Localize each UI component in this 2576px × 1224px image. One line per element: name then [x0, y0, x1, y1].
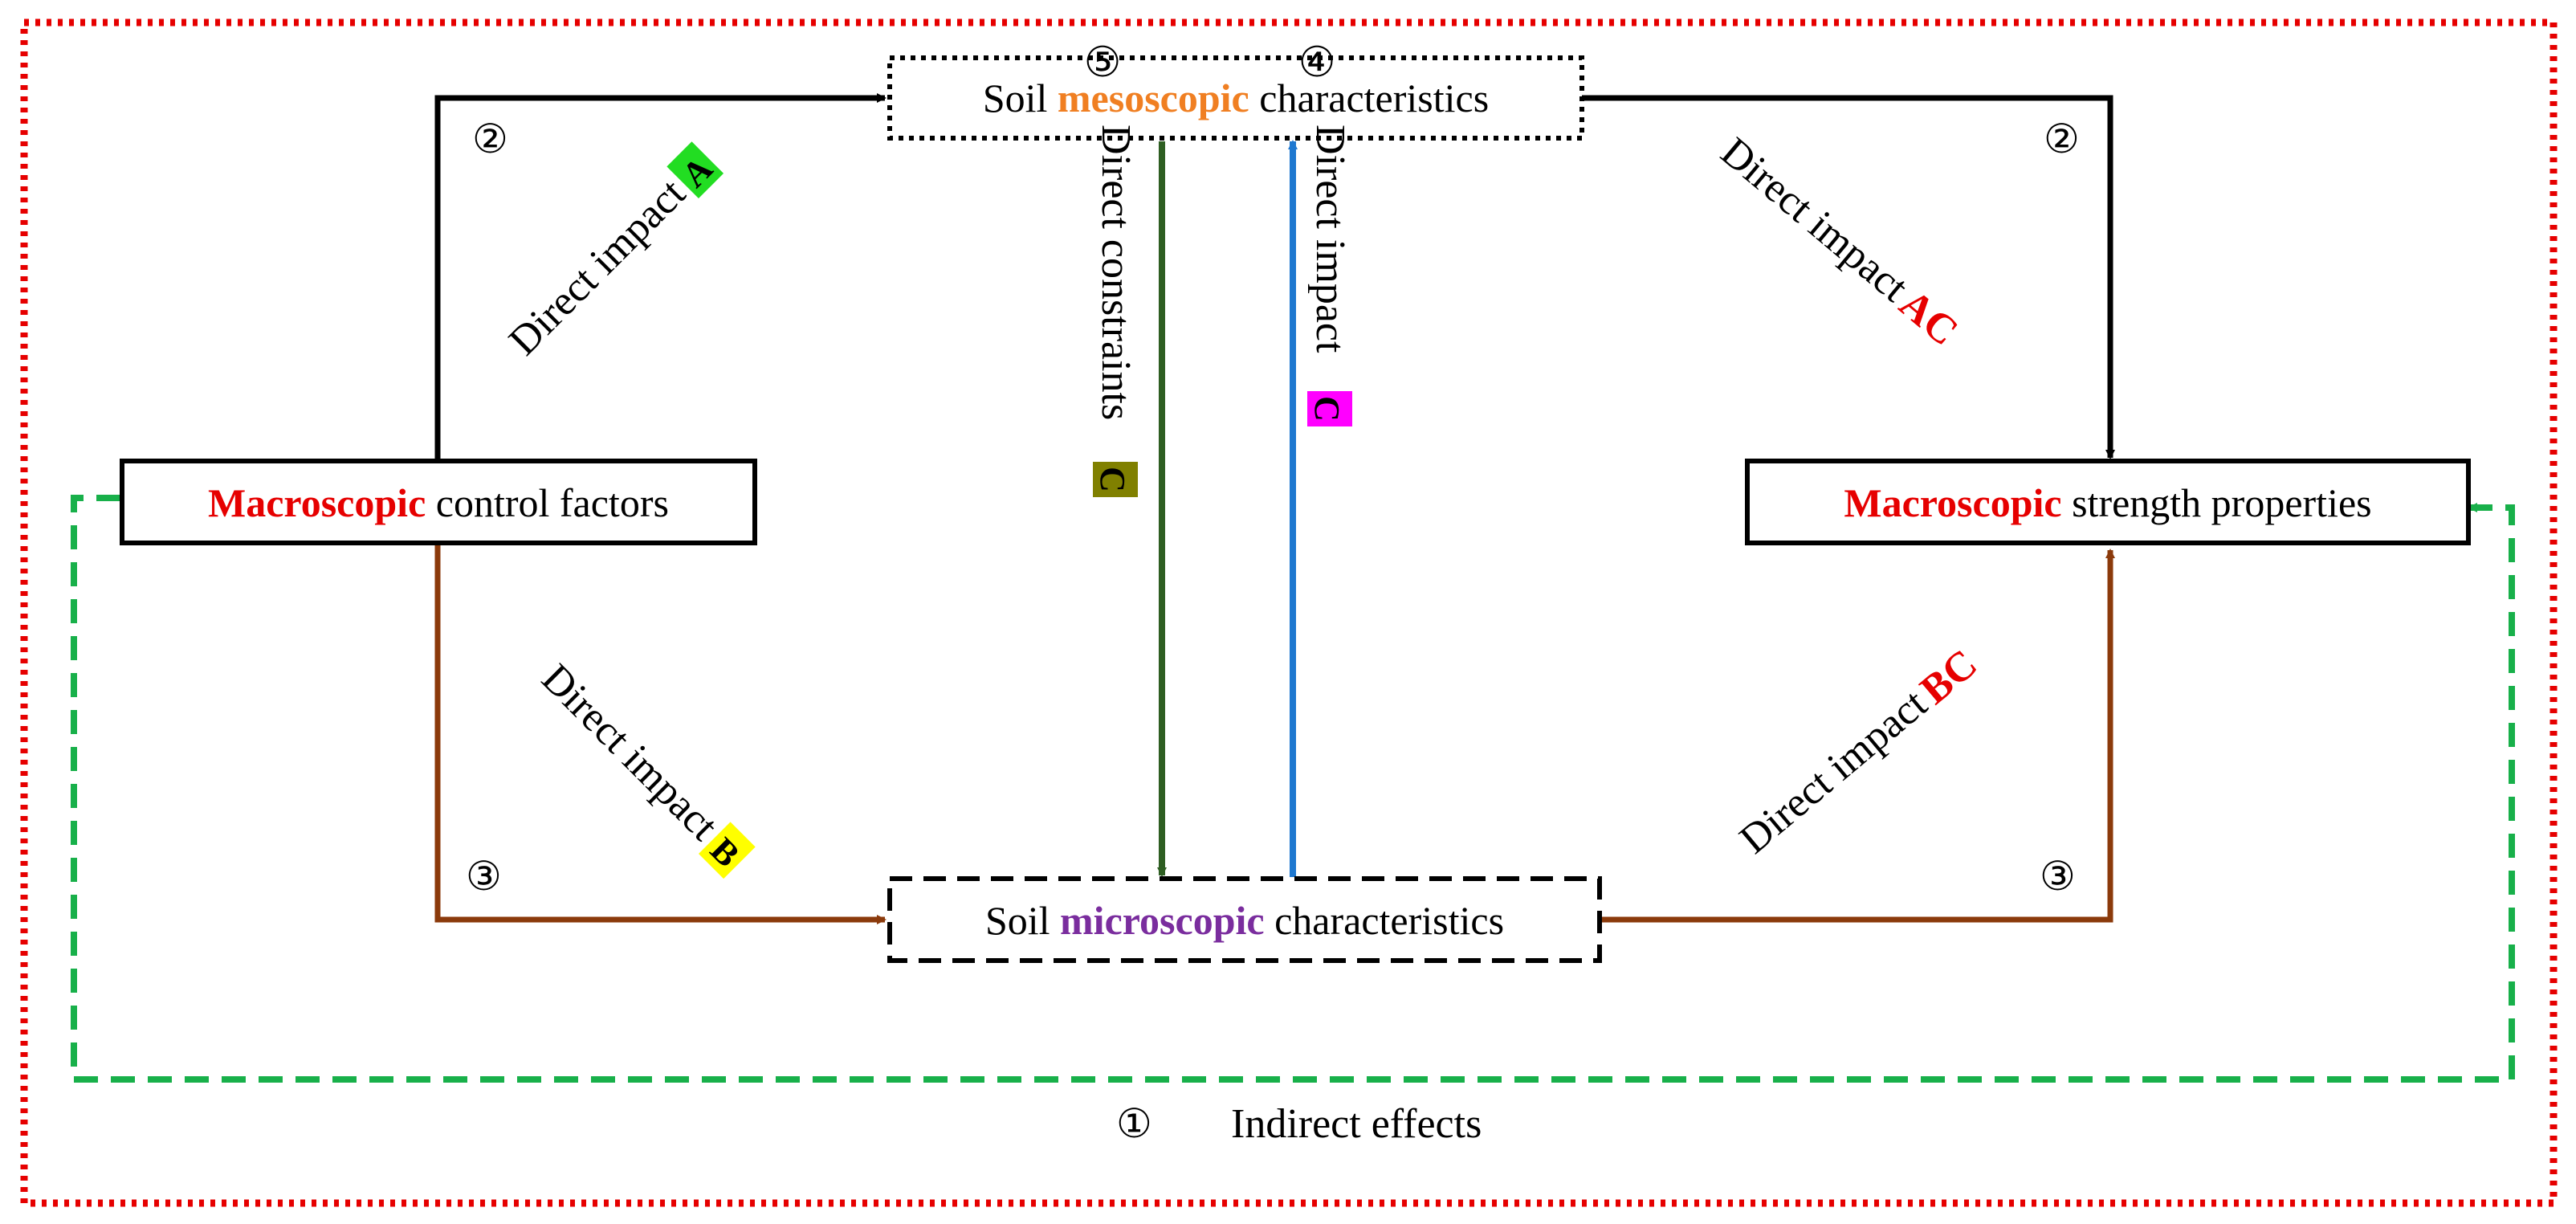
svg-text:Soil mesoscopic characteristic: Soil mesoscopic characteristics — [983, 75, 1489, 120]
label-direct-impact-b: Direct impact B — [533, 655, 756, 879]
outer-frame — [20, 18, 2558, 1207]
path-1-number: ① — [1116, 1101, 1152, 1146]
indirect-effects-path — [71, 495, 2515, 1083]
svg-text:Macroscopic control factors: Macroscopic control factors — [208, 480, 669, 525]
path-2-left-number: ② — [472, 116, 508, 161]
label-direct-impact-bc: Direct impact BC — [1731, 641, 1986, 863]
node-micro-emphasis: microscopic — [1060, 898, 1265, 943]
label-4-number: ④ — [1298, 40, 1336, 86]
path-2-left-edge — [434, 93, 887, 462]
label-a-text: Direct impact — [500, 170, 695, 365]
label-b-text: Direct impact — [533, 655, 728, 850]
label-direct-constraints-c: ⑤ Direct constraints C — [1084, 40, 1139, 497]
node-strength-emphasis: Macroscopic — [1844, 480, 2061, 525]
label-5-number: ⑤ — [1084, 40, 1122, 86]
path-3-left-edge — [434, 544, 887, 924]
path-2-right-number: ② — [2044, 116, 2080, 161]
badge-a — [666, 141, 724, 199]
node-strength: Macroscopic strength properties — [1745, 459, 2471, 545]
path-3-right-number: ③ — [2040, 854, 2076, 899]
badge-4-c — [1307, 391, 1352, 426]
path-2-right-edge — [1582, 95, 2115, 459]
badge-5-c — [1093, 462, 1138, 497]
node-micro-suffix: characteristics — [1265, 898, 1504, 943]
label-direct-impact-ac: Direct impact AC — [1712, 129, 1967, 355]
node-control-suffix: control factors — [426, 480, 669, 525]
path-1-label: Indirect effects — [1231, 1101, 1482, 1147]
badge-b — [698, 822, 756, 879]
label-5-text: Direct constraints — [1093, 124, 1139, 420]
node-meso-prefix: Soil — [983, 75, 1058, 120]
label-ac-text: Direct impact — [1712, 129, 1917, 312]
label-4-text: Direct impact — [1307, 124, 1353, 353]
label-direct-impact-c: ④ Direct impact C — [1298, 40, 1353, 426]
badge-5-text: C — [1093, 467, 1132, 492]
badge-4-text: C — [1307, 396, 1347, 422]
node-control-emphasis: Macroscopic — [208, 480, 426, 525]
label-bc-text: Direct impact — [1731, 680, 1936, 863]
node-micro: Soil microscopic characteristics — [887, 876, 1602, 963]
node-meso-suffix: characteristics — [1249, 75, 1489, 120]
path-3-right-edge — [1600, 549, 2115, 923]
node-meso-emphasis: mesoscopic — [1058, 75, 1249, 120]
node-micro-prefix: Soil — [985, 898, 1060, 943]
svg-text:Soil microscopic characteristi: Soil microscopic characteristics — [985, 898, 1504, 943]
svg-text:Macroscopic strength propertie: Macroscopic strength properties — [1844, 480, 2371, 525]
node-strength-suffix: strength properties — [2062, 480, 2372, 525]
node-meso: Soil mesoscopic characteristics — [887, 55, 1584, 141]
node-control: Macroscopic control factors — [120, 459, 757, 545]
path-3-left-number: ③ — [466, 854, 502, 899]
label-direct-impact-a: Direct impact A — [500, 141, 724, 365]
